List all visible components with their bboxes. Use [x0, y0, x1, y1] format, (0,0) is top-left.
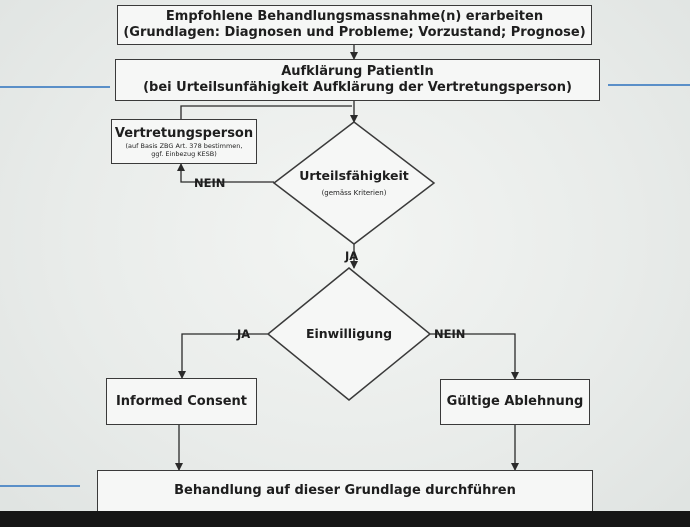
label-consent-yes: JA — [237, 327, 251, 341]
arrow-consent-yes — [178, 333, 268, 379]
final-treatment-label: Behandlung auf dieser Grundlage durchfüh… — [174, 483, 516, 498]
informed-consent-box: Informed Consent — [106, 378, 257, 425]
step-patient-information-box: Aufklärung PatientIn (bei Urteilsunfähig… — [115, 59, 600, 101]
diamond-consent — [266, 267, 432, 401]
arrow-capacity-no — [177, 163, 274, 183]
label-capacity-yes: JA — [345, 249, 359, 263]
blue-rule-left-top — [0, 86, 110, 88]
representative-note-1: (auf Basis ZBG Art. 378 bestimmen, — [125, 141, 243, 150]
label-consent-no: NEIN — [434, 327, 466, 341]
projector-bottom-edge — [0, 511, 690, 527]
blue-rule-left-bottom — [0, 485, 80, 487]
valid-refusal-label: Gültige Ablehnung — [446, 394, 584, 409]
step-treatment-plan-box: Empfohlene Behandlungsmassnahme(n) erarb… — [117, 5, 592, 45]
informed-consent-label: Informed Consent — [115, 393, 248, 409]
arrow-representative-step2 — [180, 105, 352, 119]
valid-refusal-box: Gültige Ablehnung — [440, 379, 590, 425]
consent-diamond-label: Einwilligung — [305, 326, 393, 341]
capacity-diamond-label: Urteilsfähigkeit (gemäss Kriterien) — [290, 168, 418, 197]
capacity-title: Urteilsfähigkeit — [299, 168, 409, 183]
step1-title: Empfohlene Behandlungsmassnahme(n) erarb… — [165, 9, 544, 24]
label-capacity-no: NEIN — [194, 176, 226, 190]
representative-box: Vertretungsperson (auf Basis ZBG Art. 37… — [111, 119, 257, 164]
representative-title: Vertretungsperson — [114, 125, 254, 141]
step1-subtitle: (Grundlagen: Diagnosen und Probleme; Vor… — [123, 25, 586, 40]
arrow-consent-no — [430, 333, 519, 380]
blue-rule-right-top — [608, 84, 690, 86]
capacity-subtitle: (gemäss Kriterien) — [321, 189, 387, 197]
final-treatment-box: Behandlung auf dieser Grundlage durchfüh… — [97, 470, 593, 512]
diamond-capacity — [272, 121, 436, 245]
step2-title: Aufklärung PatientIn — [281, 64, 434, 79]
step2-subtitle: (bei Urteilsunfähigkeit Aufklärung der V… — [143, 80, 572, 95]
representative-note-2: ggf. Einbezug KESB) — [151, 149, 217, 158]
